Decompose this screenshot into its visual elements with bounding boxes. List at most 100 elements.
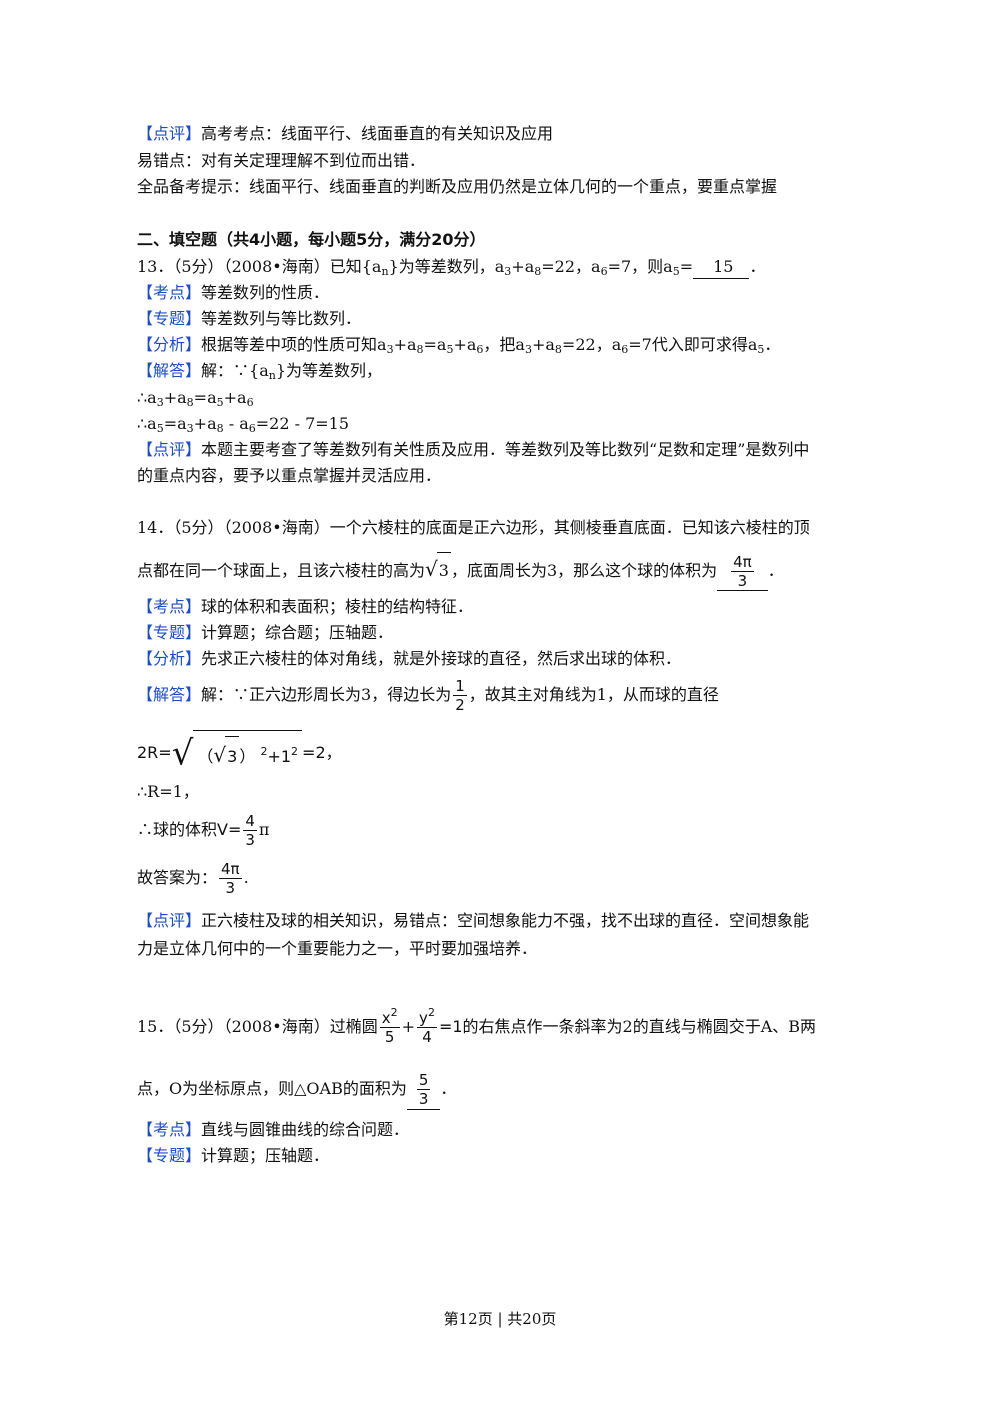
vol-num: 4 — [243, 812, 257, 831]
dianping1: 正六棱柱及球的相关知识，易错点：空间想象能力不强，找不出球的直径．空间想象能 — [201, 911, 810, 930]
step2: ∴a — [137, 414, 157, 433]
vol-pi: π — [258, 820, 270, 839]
q13-step1: ∴a3+a8=a5+a6 — [137, 388, 254, 409]
fenxi-e: ，把a — [483, 335, 525, 354]
q14-number: 14． — [137, 518, 174, 537]
eq: =1 — [438, 1017, 463, 1036]
vol-v: V= — [217, 820, 242, 839]
q15-end: ． — [440, 1079, 457, 1098]
kaodian-text: 等差数列的性质． — [201, 283, 330, 302]
jieda-tag: 【解答】 — [137, 685, 202, 704]
zhuanti-tag: 【专题】 — [137, 1146, 202, 1165]
dianping1: 本题主要考查了等差数列有关性质及应用．等差数列及等比数列“足数和定理”是数列中 — [201, 440, 810, 459]
eq-body-a: （ — [197, 747, 214, 766]
vol-den: 3 — [245, 831, 255, 849]
y-den: 4 — [422, 1028, 432, 1046]
q14-stem2-b: ，底面周长为3，那么这个球的体积为 — [450, 561, 718, 580]
fenxi-f: +a — [531, 335, 555, 354]
q14-zhuanti: 【专题】计算题；综合题；压轴题． — [137, 622, 393, 644]
q13-stem-e: =7，则a — [607, 257, 673, 276]
eq-exp1: 2 — [260, 745, 268, 758]
q14-dianping1: 【点评】正六棱柱及球的相关知识，易错点：空间想象能力不强，找不出球的直径．空间想… — [137, 910, 809, 932]
kaodian-tag: 【考点】 — [137, 283, 202, 302]
q15-ans-den: 3 — [418, 1090, 429, 1108]
dianping2: 的重点内容，要予以重点掌握并灵活应用． — [137, 466, 442, 485]
fenxi-b: +a — [393, 335, 417, 354]
q13-score: （5分） — [173, 257, 224, 276]
review-tag: 【点评】 — [137, 124, 202, 143]
ans-line: 故答案为： — [137, 868, 218, 887]
review-text: 高考考点：线面平行、线面垂直的有关知识及应用 — [201, 124, 554, 143]
error-text: 易错点：对有关定理理解不到位而出错． — [137, 151, 426, 170]
dianping-tag: 【点评】 — [137, 911, 202, 930]
eq-sqrt: 3 — [225, 736, 240, 777]
fenxi-d: +a — [453, 335, 477, 354]
fenxi-tag: 【分析】 — [137, 649, 202, 668]
big-sqrt-icon: √ — [171, 733, 194, 774]
q15-source: （2008•海南） — [223, 1017, 330, 1036]
x-num: x — [381, 1009, 391, 1027]
q15-stem-a: 过椭圆 — [329, 1017, 378, 1036]
eq-rhs: =2， — [302, 743, 342, 762]
q14-stem1-text: 一个六棱柱的底面是正六边形，其侧棱垂直底面．已知该六棱柱的顶 — [329, 518, 810, 537]
eq-plus: +1 — [267, 747, 292, 766]
q15-zhuanti: 【专题】计算题；压轴题． — [137, 1145, 329, 1167]
kaodian-tag: 【考点】 — [137, 1120, 202, 1139]
x-exp: 2 — [390, 1006, 398, 1019]
prev-tip-line: 全品备考提示：线面平行、线面垂直的判断及应用仍然是立体几何的一个重点，要重点掌握 — [137, 176, 777, 198]
half-den: 2 — [455, 696, 465, 714]
plus: + — [401, 1017, 416, 1036]
y-exp: 2 — [427, 1006, 435, 1019]
q14-dianping2: 力是立体几何中的一个重要能力之一，平时要加强培养． — [137, 938, 537, 960]
prev-error-line: 易错点：对有关定理理解不到位而出错． — [137, 150, 425, 172]
ans2-end: . — [243, 868, 249, 887]
step2-tail: - a — [223, 414, 249, 433]
q13-stem-f: = — [679, 257, 694, 276]
q13-zhuanti: 【专题】等差数列与等比数列． — [137, 308, 361, 330]
fenxi-h: =7代入即可求得a — [628, 335, 758, 354]
fenxi-tag: 【分析】 — [137, 335, 202, 354]
q13-stem-a: 已知{a — [329, 257, 382, 276]
q15-kaodian: 【考点】直线与圆锥曲线的综合问题． — [137, 1119, 409, 1141]
q14-kaodian: 【考点】球的体积和表面积；棱柱的结构特征． — [137, 596, 473, 618]
q13-stem-d: =22，a — [541, 257, 601, 276]
q13-answer: 15 — [693, 256, 750, 279]
q15-number: 15． — [137, 1017, 174, 1036]
ans2-den: 3 — [225, 879, 236, 897]
zhuanti-tag: 【专题】 — [137, 309, 202, 328]
q14-sqrt-val: 3 — [436, 552, 451, 589]
zhuanti-text: 等差数列与等比数列． — [201, 309, 362, 328]
q15-stem-b: 的右焦点作一条斜率为2的直线与椭圆交于A、B两 — [462, 1017, 817, 1036]
q14-source: （2008•海南） — [223, 518, 330, 537]
q13-stem-c: +a — [511, 257, 535, 276]
q13-stem-b: }为等差数列，a — [388, 257, 505, 276]
step2-end: =22 - 7=15 — [255, 414, 350, 433]
dianping2: 力是立体几何中的一个重要能力之一，平时要加强培养． — [137, 939, 538, 958]
q13-dianping2: 的重点内容，要予以重点掌握并灵活应用． — [137, 465, 441, 487]
zhuanti-text: 计算题；压轴题． — [201, 1146, 330, 1165]
q14-ans-den: 3 — [737, 572, 748, 590]
eq-body-b: ） — [239, 747, 256, 766]
q13-kaodian: 【考点】等差数列的性质． — [137, 282, 329, 304]
eq-lhs: 2R= — [137, 743, 172, 762]
page-footer: 第12页 | 共20页 — [443, 1310, 557, 1328]
step1: ∴a — [137, 388, 157, 407]
fenxi-c: =a — [423, 335, 447, 354]
fenxi-i: ． — [764, 335, 781, 354]
q14-ans-num: 4π — [731, 553, 754, 572]
prev-review-line: 【点评】高考考点：线面平行、线面垂直的有关知识及应用 — [137, 123, 553, 145]
q14-stem1: 14．（5分）（2008•海南）一个六棱柱的底面是正六边形，其侧棱垂直底面．已知… — [137, 517, 810, 539]
dianping-tag: 【点评】 — [137, 440, 202, 459]
q14-end: ． — [767, 561, 784, 580]
q13-fenxi: 【分析】根据等差中项的性质可知a3+a8=a5+a6，把a3+a8=22，a6=… — [137, 335, 781, 356]
q13-number: 13． — [137, 257, 174, 276]
q13-jieda: 【解答】解：∵{an}为等差数列， — [137, 361, 383, 382]
fenxi-g: =22，a — [561, 335, 622, 354]
q13-source: （2008•海南） — [223, 257, 330, 276]
